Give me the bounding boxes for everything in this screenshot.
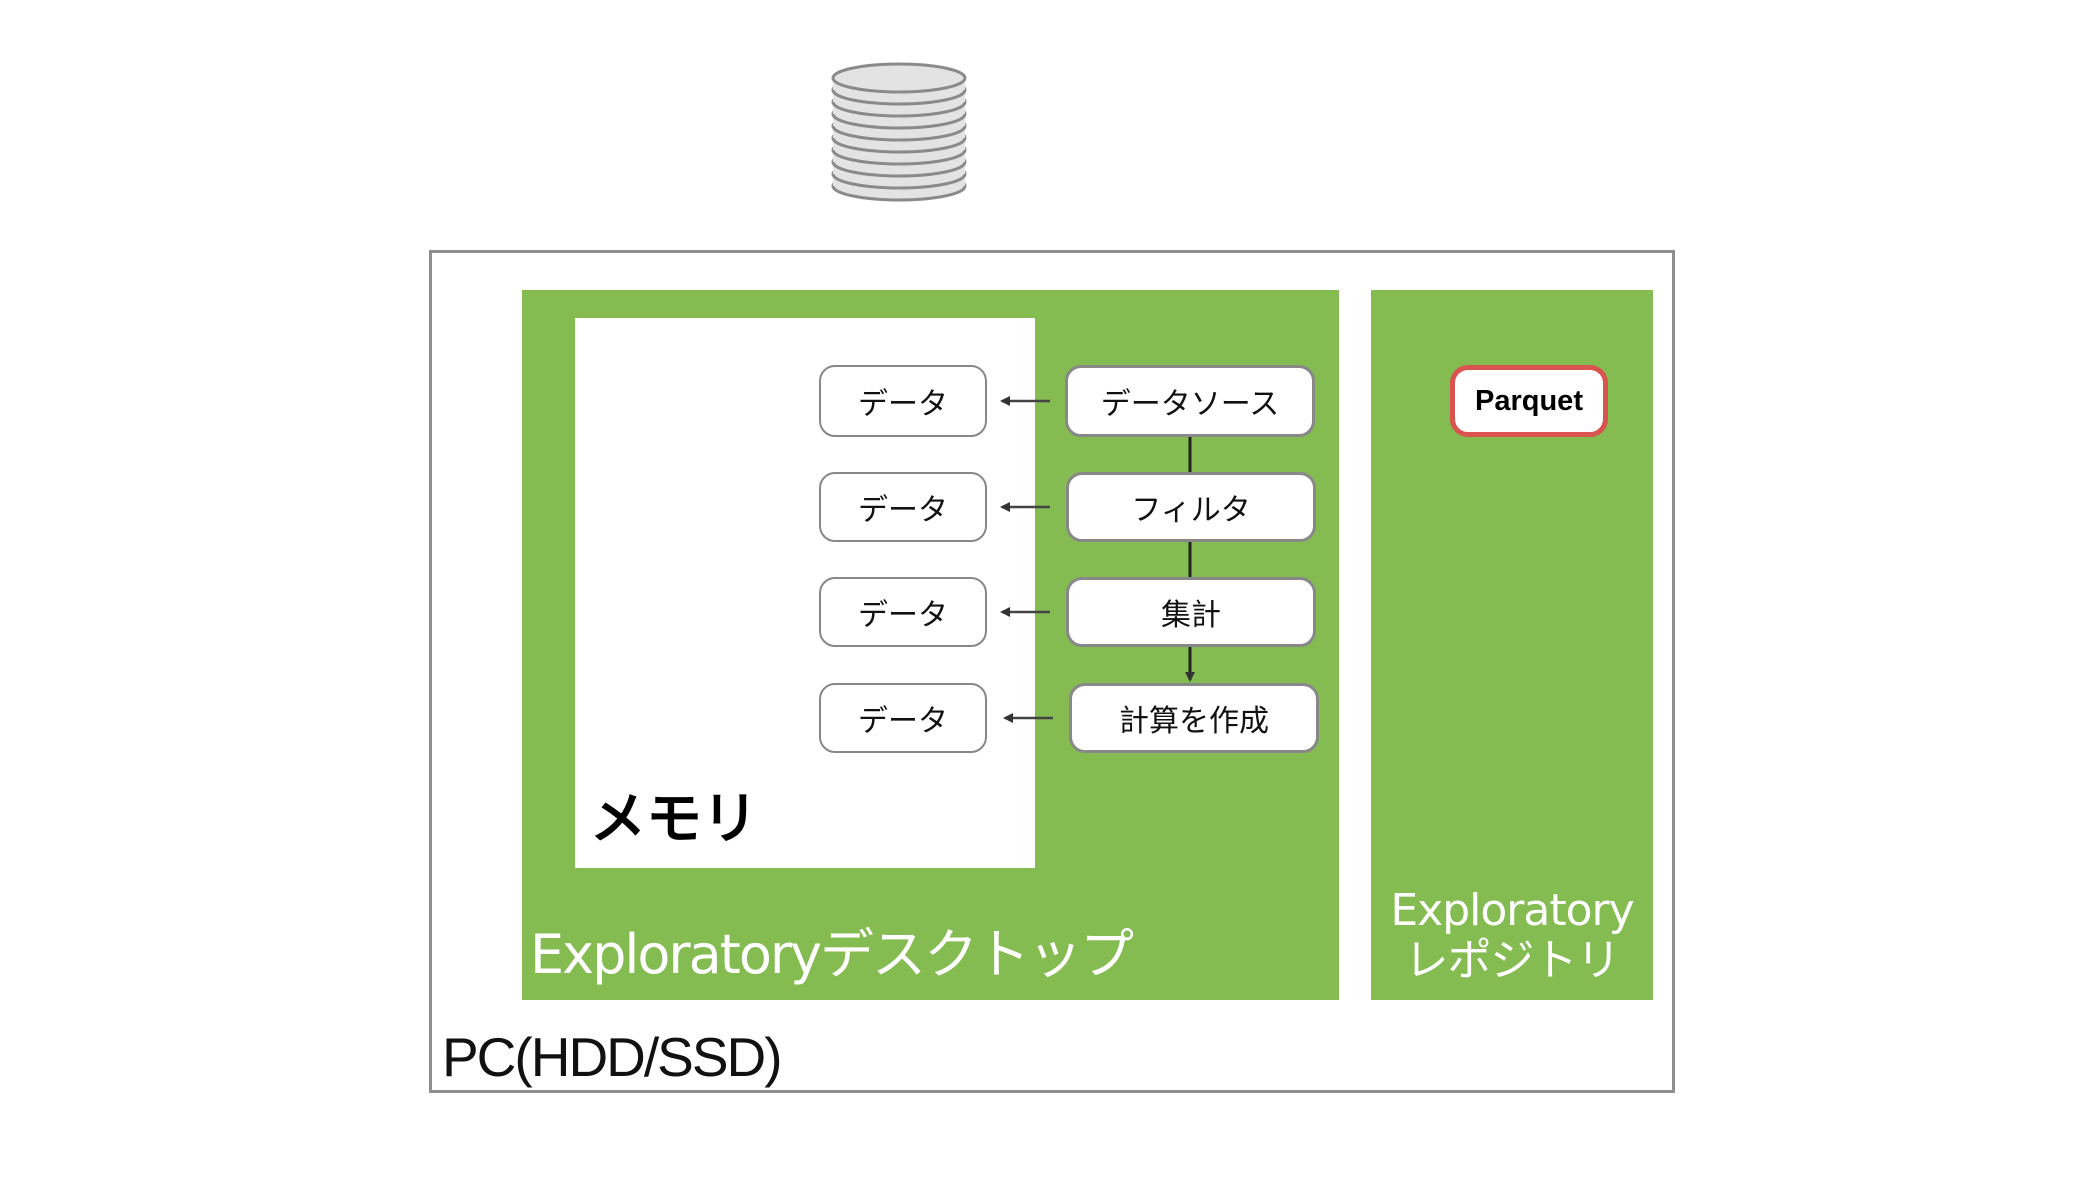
- data-box-4: データ: [819, 683, 987, 753]
- data-box-3: データ: [819, 577, 987, 647]
- data-box-2: データ: [819, 472, 987, 542]
- parquet-box: Parquet: [1450, 365, 1608, 437]
- pc-label: PC(HDD/SSD): [442, 1026, 783, 1088]
- data-box-1: データ: [819, 365, 987, 437]
- step-data-source: データソース: [1065, 365, 1315, 437]
- step-filter: フィルタ: [1066, 472, 1316, 542]
- step-aggregate: 集計: [1066, 577, 1316, 647]
- step-create-calculation: 計算を作成: [1069, 683, 1319, 753]
- repository-label-line2: レポジトリ: [1404, 935, 1621, 986]
- database-icon: [831, 62, 967, 202]
- desktop-label: Exploratoryデスクトップ: [530, 923, 1134, 986]
- memory-label: メモリ: [590, 787, 758, 852]
- repository-label-line1: Exploratory: [1390, 885, 1634, 936]
